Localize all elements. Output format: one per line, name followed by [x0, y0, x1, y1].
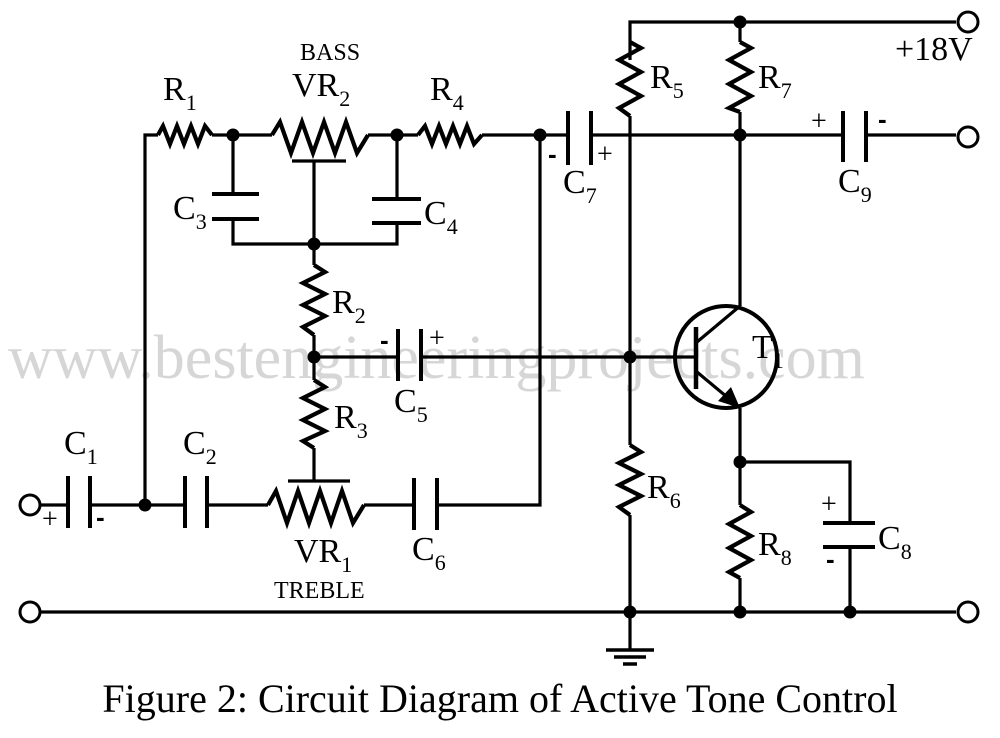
label-r5: R5 [650, 59, 684, 103]
capacitor-c3 [212, 192, 259, 221]
treble-label: TREBLE [274, 578, 365, 604]
c5-minus: - [380, 325, 389, 355]
resistor-r3 [298, 378, 330, 450]
transistor-t1 [673, 304, 779, 410]
label-r7: R7 [758, 59, 792, 103]
input-terminal [18, 493, 42, 517]
c7-plus: + [597, 139, 613, 170]
capacitor-c5 [396, 329, 423, 381]
label-vr2: VR2 [292, 67, 350, 111]
junction-dots [138, 15, 857, 619]
label-r1: R1 [163, 71, 197, 115]
label-vr1: VR1 [294, 533, 352, 577]
label-c2: C2 [183, 425, 217, 469]
ground-icon [606, 648, 654, 666]
label-r3: R3 [334, 399, 368, 443]
label-c5: C5 [394, 383, 428, 427]
resistor-r4 [416, 120, 484, 150]
c9-plus: + [811, 106, 827, 137]
c8-minus: - [826, 544, 835, 574]
potentiometer-vr1[interactable] [266, 479, 366, 530]
label-c8: C8 [878, 520, 912, 564]
label-c7: C7 [563, 164, 597, 208]
potentiometer-vr2[interactable] [270, 115, 370, 163]
output-ground-terminal [956, 600, 980, 624]
label-c6: C6 [412, 531, 446, 575]
supply-terminal [956, 10, 980, 34]
wires [38, 20, 956, 650]
label-c9: C9 [838, 163, 872, 207]
capacitor-c7 [566, 111, 593, 165]
resistor-r8 [724, 503, 756, 580]
c1-plus: + [42, 504, 58, 535]
label-c3: C3 [173, 190, 207, 234]
c1-minus: - [96, 502, 105, 532]
capacitor-c9 [841, 111, 868, 162]
capacitor-c1 [66, 476, 92, 528]
resistor-r1 [156, 120, 214, 150]
resistor-r5 [614, 40, 646, 118]
capacitor-c2 [183, 476, 209, 528]
capacitor-c4 [372, 197, 421, 225]
label-r6: R6 [647, 469, 681, 513]
label-c4: C4 [424, 195, 458, 239]
c7-minus: - [548, 139, 557, 169]
input-ground-terminal [18, 600, 42, 624]
capacitor-c6 [412, 478, 439, 530]
resistor-r7 [723, 40, 756, 114]
capacitor-c8 [823, 521, 875, 549]
c9-minus: - [878, 104, 887, 134]
label-r8: R8 [758, 526, 792, 570]
resistor-r6 [614, 443, 646, 517]
c5-plus: + [429, 323, 445, 354]
label-t1: T1 [752, 329, 784, 373]
output-terminal [956, 125, 980, 149]
bass-label: BASS [300, 40, 360, 66]
figure-caption: Figure 2: Circuit Diagram of Active Tone… [102, 676, 897, 721]
supply-label: +18V [895, 31, 973, 68]
label-r4: R4 [430, 71, 464, 115]
resistor-r2 [298, 263, 330, 337]
label-c1: C1 [64, 425, 98, 469]
c8-plus: + [821, 489, 837, 520]
label-r2: R2 [332, 284, 366, 328]
